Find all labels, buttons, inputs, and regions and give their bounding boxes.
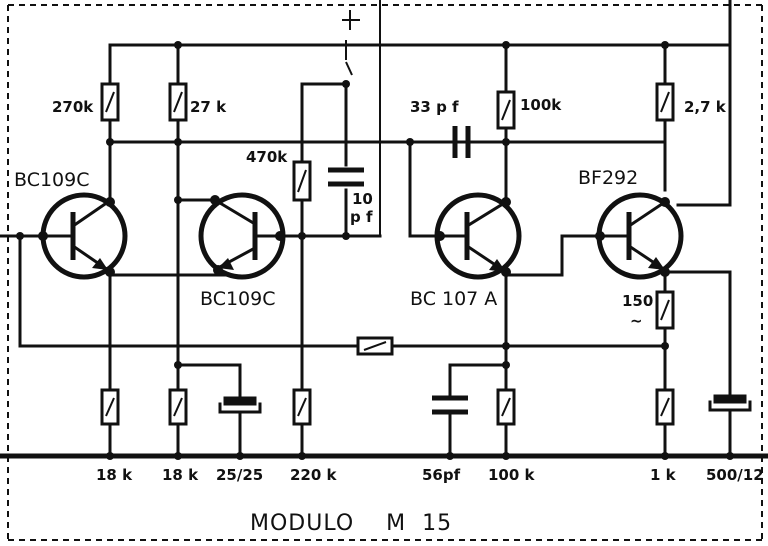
label-bottom-25-25: 25/25 (216, 466, 263, 484)
label-q2: BC109C (200, 288, 276, 310)
label-r6: 150 (622, 292, 653, 310)
transistor-q3 (434, 192, 522, 280)
label-r4: 100k (520, 96, 562, 114)
resistor-18k-b (168, 388, 188, 426)
label-r5: 2,7 k (684, 98, 727, 116)
label-c2: 33 p f (410, 98, 459, 116)
resistor-18k-a (100, 388, 120, 426)
label-q1: BC109C (14, 169, 90, 191)
input-leads (342, 0, 381, 236)
electrolytic-25-25 (218, 396, 262, 414)
capacitor-33pf (452, 126, 492, 158)
resistor-150 (655, 290, 675, 330)
electrolytic-500-12 (708, 394, 752, 412)
module-border (7, 4, 763, 541)
label-bottom-100k: 100 k (488, 466, 536, 484)
emitter-bus (108, 198, 732, 397)
resistor-27k (168, 82, 188, 122)
resistor-100k-top (496, 90, 516, 130)
label-bottom-500-12: 500/12 (706, 466, 764, 484)
resistor-100k-bottom (496, 388, 516, 426)
resistor-feedback (356, 336, 394, 356)
label-bottom-18k-b: 18 k (162, 466, 199, 484)
label-c1-value: 10 (352, 190, 373, 208)
label-bottom-18k-a: 18 k (96, 466, 133, 484)
capacitor-56pf (432, 395, 468, 415)
resistor-2-7k (655, 82, 675, 122)
resistor-1k (655, 388, 675, 426)
ohm-symbol: ~ (630, 312, 643, 330)
label-r1: 270k (52, 98, 94, 116)
bottom-branches (108, 140, 732, 458)
label-r2: 27 k (190, 98, 227, 116)
label-c1-unit: p f (350, 208, 373, 226)
transistor-q1 (40, 192, 128, 280)
resistor-270k (100, 82, 120, 122)
label-bottom-1k: 1 k (650, 466, 677, 484)
junction-dots (16, 41, 734, 460)
label-bottom-220k: 220 k (290, 466, 338, 484)
transistor-q2 (198, 192, 286, 280)
label-q4: BF292 (578, 167, 638, 189)
resistor-470k (292, 160, 312, 202)
transistor-q4 (596, 192, 684, 280)
collector-bus (108, 118, 732, 238)
module-title: MODULO M 15 (250, 511, 452, 536)
label-bottom-56pf: 56pf (422, 466, 461, 484)
label-r3: 470k (246, 148, 288, 166)
resistor-220k (292, 388, 312, 426)
capacitor-10pf (328, 167, 364, 187)
feedback-network (278, 82, 382, 238)
label-q3: BC 107 A (410, 288, 497, 310)
